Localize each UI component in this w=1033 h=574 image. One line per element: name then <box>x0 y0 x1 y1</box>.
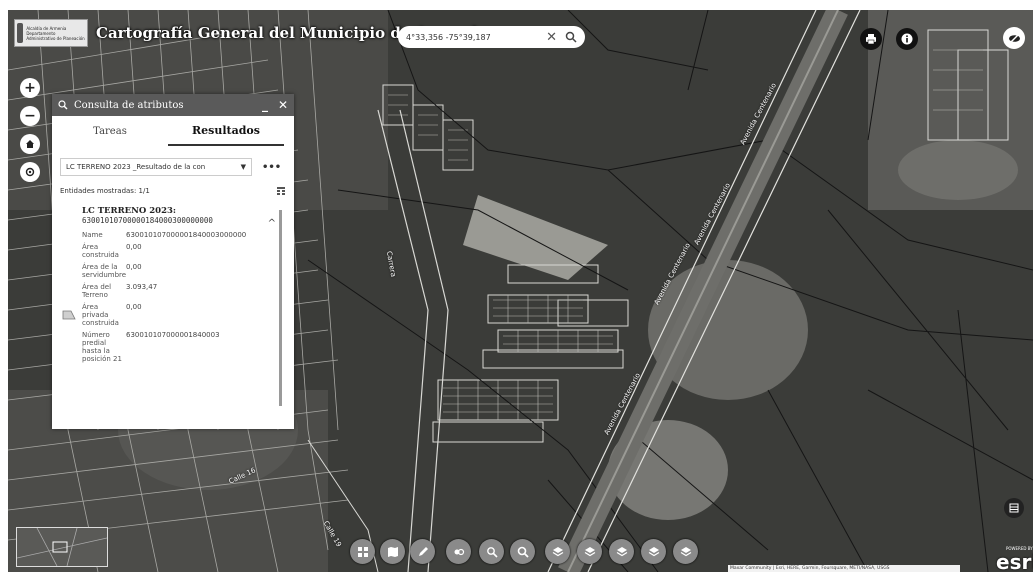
table-view-icon[interactable] <box>276 186 286 196</box>
clear-search-icon[interactable]: ✕ <box>546 29 557 45</box>
layer-select-value: LC TERRENO 2023 _Resultado de la con <box>66 163 206 171</box>
attribute-query-panel: Consulta de atributos _ ✕ Tareas Resulta… <box>52 94 294 429</box>
layer-row: LC TERRENO 2023 _Resultado de la con ▼ •… <box>60 158 286 176</box>
query-icon <box>58 100 68 110</box>
layers-icon <box>680 546 691 556</box>
tab-tareas[interactable]: Tareas <box>93 125 127 137</box>
attribute-row: Área privada construida 0,00 <box>82 303 284 327</box>
layers-icon <box>616 546 627 556</box>
plus-icon: + <box>24 80 36 96</box>
polygon-feature-icon <box>62 310 76 320</box>
layers-icon <box>584 546 595 556</box>
locate-button[interactable] <box>20 162 40 182</box>
attribute-row: Área de la servidumbre 0,00 <box>82 263 284 279</box>
esri-logo: esri <box>996 550 1033 574</box>
attribute-label: Área privada construida <box>82 303 119 327</box>
attribute-row: Name 630010107000001840003000000 <box>82 231 284 239</box>
panel-header: Consulta de atributos _ ✕ <box>52 94 294 116</box>
logo-text: Alcaldía de Armenia Departamento Adminis… <box>26 25 85 41</box>
visibility-toggle-button[interactable] <box>1003 27 1025 49</box>
feature-result[interactable]: LC TERRENO 2023: 63001010700000184000300… <box>82 206 284 363</box>
measure-icon <box>454 548 464 555</box>
attribute-row: Área construida 0,00 <box>82 243 284 259</box>
page-title: Cartografía General del Municipio de Arm… <box>96 24 487 42</box>
search-tool-button[interactable] <box>510 539 535 564</box>
home-icon <box>26 140 34 148</box>
minus-icon: − <box>24 108 36 124</box>
panel-title: Consulta de atributos <box>74 99 184 111</box>
attribute-value: 630010107000001840003000000 <box>126 231 247 239</box>
layer-button-3[interactable] <box>609 539 634 564</box>
powered-by-text: POWERED BY <box>1006 546 1033 551</box>
chevron-up-icon[interactable]: ^ <box>267 218 276 229</box>
attribute-value: 3.093,47 <box>126 283 158 291</box>
info-icon <box>901 33 913 45</box>
attribute-value: 0,00 <box>126 263 142 271</box>
overview-map-image <box>17 528 107 566</box>
basemap-button[interactable] <box>380 539 405 564</box>
layer-button-4[interactable] <box>641 539 666 564</box>
measure-button[interactable] <box>446 539 471 564</box>
attribute-value: 630010107000001840003 <box>126 331 220 339</box>
search-icon[interactable] <box>565 31 577 43</box>
eye-off-icon <box>1008 32 1020 44</box>
attribute-value: 0,00 <box>126 303 142 311</box>
municipality-logo: Alcaldía de Armenia Departamento Adminis… <box>14 19 88 47</box>
location-icon <box>25 167 35 177</box>
attribute-label: Área de la servidumbre <box>82 263 127 279</box>
legend-button[interactable] <box>1004 498 1024 518</box>
attribute-label: Área del Terreno <box>82 283 112 299</box>
zoom-in-button[interactable]: + <box>20 78 40 98</box>
attribute-row: Número predial hasta la posición 21 6300… <box>82 331 284 363</box>
layer-button-2[interactable] <box>577 539 602 564</box>
print-button[interactable] <box>860 28 882 50</box>
panel-scrollbar[interactable] <box>279 210 282 406</box>
overview-map[interactable] <box>16 527 108 567</box>
magnifier-icon <box>517 546 529 558</box>
attribute-label: Área construida <box>82 243 119 259</box>
attribute-row: Área del Terreno 3.093,47 <box>82 283 284 299</box>
app-header: Alcaldía de Armenia Departamento Adminis… <box>14 16 487 50</box>
legend-icon <box>1009 503 1019 513</box>
home-button[interactable] <box>20 134 40 154</box>
feature-id: 63001010700000184000300000000 <box>82 216 213 225</box>
widget-grid-button[interactable] <box>350 539 375 564</box>
print-icon <box>866 34 876 45</box>
layers-icon <box>552 546 563 556</box>
attribute-value: 0,00 <box>126 243 142 251</box>
tab-resultados[interactable]: Resultados <box>168 116 284 146</box>
minimize-button[interactable]: _ <box>261 98 268 112</box>
draw-button[interactable] <box>410 539 435 564</box>
search-input[interactable] <box>406 32 536 42</box>
entities-count: Entidades mostradas: 1/1 <box>60 187 150 195</box>
panel-tabs: Tareas Resultados <box>52 116 294 146</box>
zoom-out-button[interactable]: − <box>20 106 40 126</box>
layer-button-1[interactable] <box>545 539 570 564</box>
grid-icon <box>357 546 368 557</box>
entities-count-row: Entidades mostradas: 1/1 <box>60 186 286 196</box>
search-box: ✕ <box>398 26 585 48</box>
coat-of-arms-icon <box>17 23 24 43</box>
attribute-label: Name <box>82 231 103 239</box>
attribute-label: Número predial hasta la posición 21 <box>82 331 122 363</box>
layers-icon <box>648 546 659 556</box>
info-button[interactable] <box>896 28 918 50</box>
more-options-button[interactable]: ••• <box>262 161 282 173</box>
map-icon <box>387 546 398 557</box>
close-button[interactable]: ✕ <box>277 98 288 112</box>
feature-title: LC TERRENO 2023: <box>82 206 177 216</box>
layer-button-5[interactable] <box>673 539 698 564</box>
chevron-down-icon: ▼ <box>240 163 246 171</box>
pencil-icon <box>418 546 428 556</box>
attribute-query-button[interactable] <box>479 539 504 564</box>
layer-select[interactable]: LC TERRENO 2023 _Resultado de la con ▼ <box>60 158 252 176</box>
query-icon <box>486 546 498 558</box>
map-attribution: Maxar Community | Esri, HERE, Garmin, Fo… <box>728 565 960 572</box>
